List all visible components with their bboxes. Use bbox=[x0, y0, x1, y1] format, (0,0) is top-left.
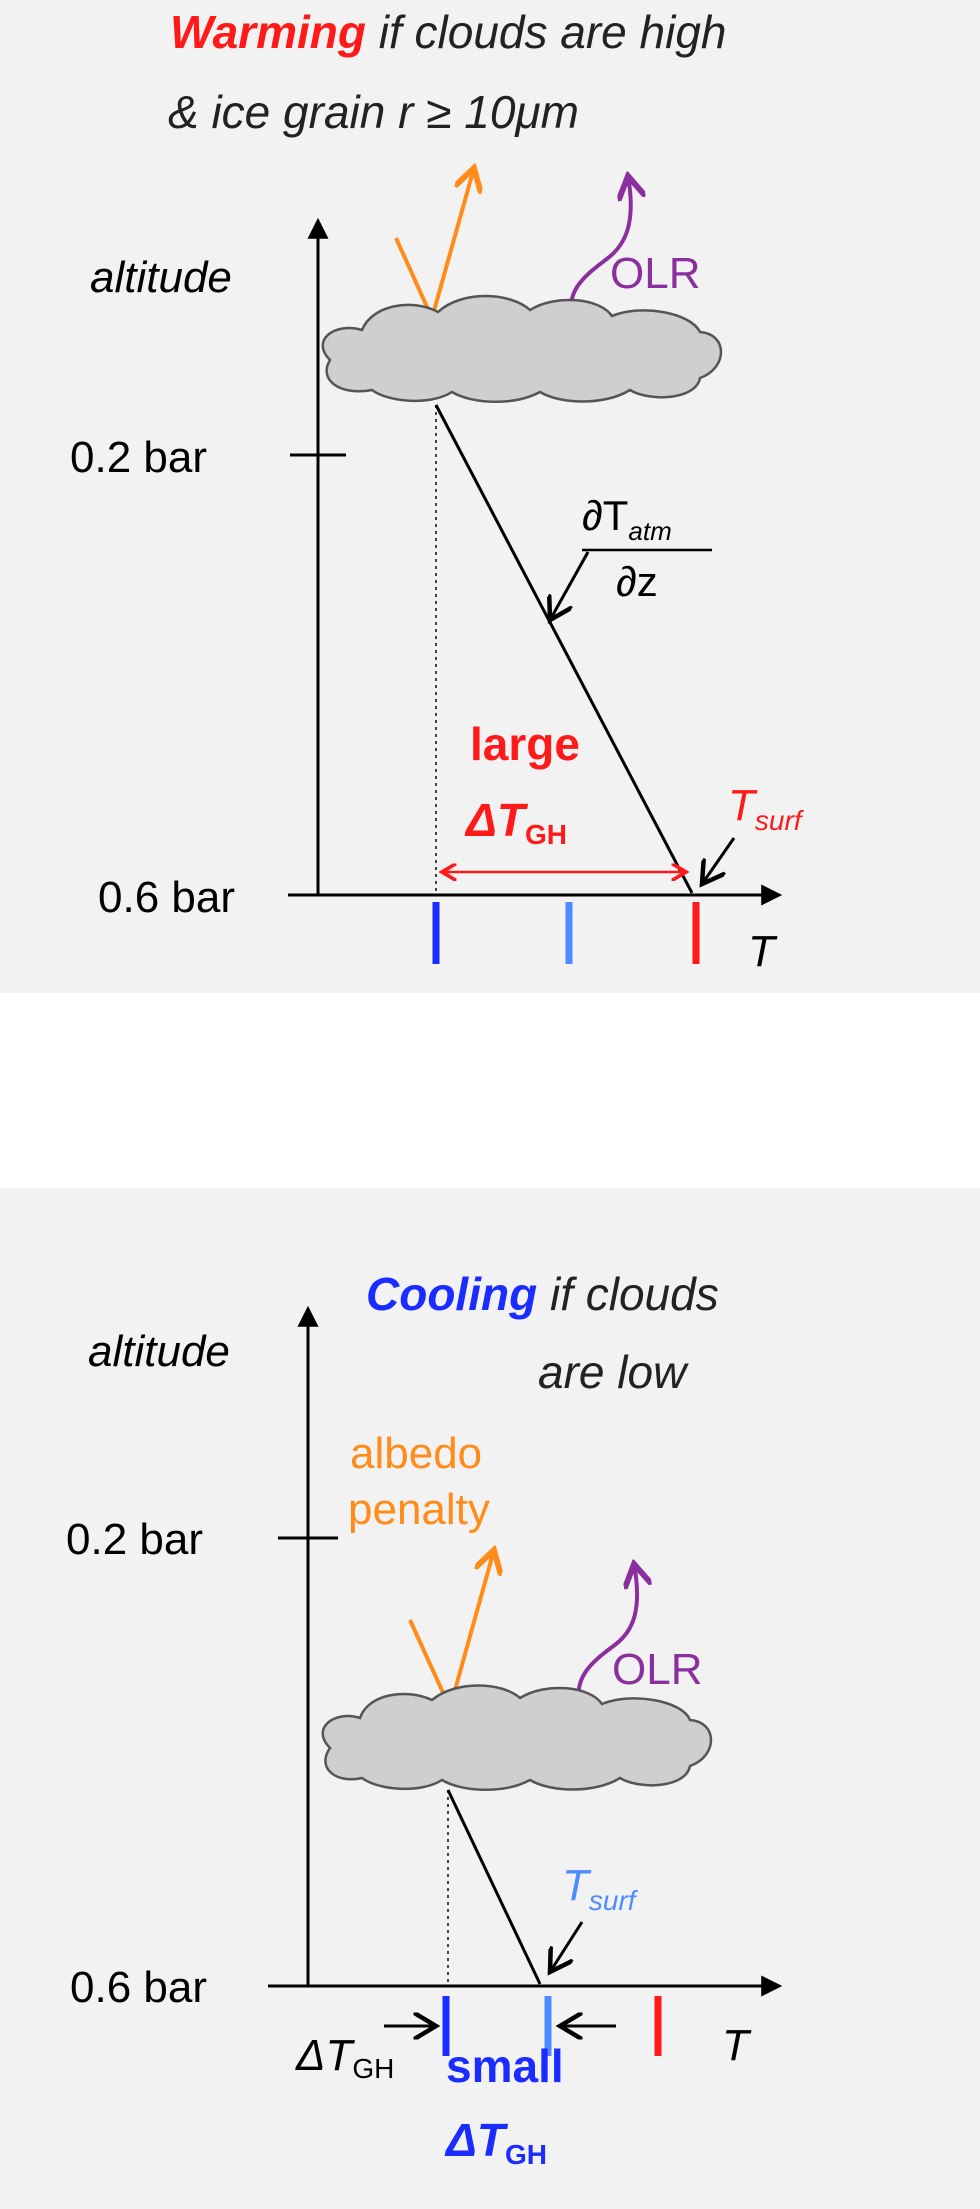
title: Cooling if clouds bbox=[366, 1268, 719, 1320]
title-rest: if clouds are high bbox=[366, 6, 727, 58]
large-label: large bbox=[470, 718, 580, 770]
panel-warming: Warming if clouds are high & ice grain r… bbox=[0, 0, 980, 993]
x-axis-label: T bbox=[722, 2021, 752, 2070]
x-axis-label: T bbox=[748, 927, 778, 976]
albedo-label-line2: penalty bbox=[348, 1485, 490, 1534]
olr-arrow bbox=[576, 1564, 638, 1707]
title-rest: if clouds bbox=[537, 1268, 719, 1320]
cloud bbox=[321, 294, 723, 403]
tick-lower-label: 0.6 bar bbox=[70, 1963, 207, 2012]
large-dtgh-label: ΔTGH bbox=[464, 794, 567, 850]
title-cooling: Cooling bbox=[366, 1268, 537, 1320]
lapse-label-arrow bbox=[550, 551, 590, 620]
panel-cooling: Cooling if clouds are low altitude 0.2 b… bbox=[0, 1188, 980, 2209]
lapse-numerator: ∂Tatm bbox=[582, 492, 672, 546]
reflected-sunlight-arrow bbox=[448, 1550, 494, 1709]
small-label: small bbox=[446, 2040, 564, 2092]
albedo-label-line1: albedo bbox=[350, 1429, 482, 1478]
reflected-sunlight-arrow bbox=[430, 168, 474, 319]
tick-lower-label: 0.6 bar bbox=[98, 873, 235, 922]
title: Warming if clouds are high bbox=[170, 6, 727, 58]
olr-label: OLR bbox=[612, 1645, 702, 1694]
olr-arrow bbox=[568, 176, 631, 319]
y-axis-label: altitude bbox=[90, 253, 232, 302]
title-warming: Warming bbox=[170, 6, 366, 58]
tsurf-arrow bbox=[702, 837, 736, 884]
lapse-denominator: ∂z bbox=[616, 558, 658, 605]
cooling-diagram: Cooling if clouds are low altitude 0.2 b… bbox=[66, 1268, 783, 2170]
lapse-rate-line bbox=[446, 1789, 542, 1985]
y-axis-label: altitude bbox=[88, 1327, 230, 1376]
tick-upper-label: 0.2 bar bbox=[70, 433, 207, 482]
title-line2: are low bbox=[538, 1346, 689, 1398]
incoming-sunlight bbox=[394, 237, 434, 319]
small-dtgh-label: ΔTGH bbox=[444, 2114, 547, 2170]
tsurf-label: Tsurf bbox=[728, 781, 805, 836]
olr-label: OLR bbox=[610, 249, 700, 298]
tsurf-arrow bbox=[550, 1921, 584, 1972]
tsurf-label: Tsurf bbox=[562, 1861, 639, 1916]
lapse-rate-line bbox=[434, 404, 694, 894]
tick-upper-label: 0.2 bar bbox=[66, 1515, 203, 1564]
cloud bbox=[321, 1684, 713, 1791]
title-line2: & ice grain r ≥ 10μm bbox=[168, 86, 579, 138]
dtgh-label: ΔTGH bbox=[295, 2031, 394, 2084]
warming-diagram: Warming if clouds are high & ice grain r… bbox=[70, 6, 805, 976]
